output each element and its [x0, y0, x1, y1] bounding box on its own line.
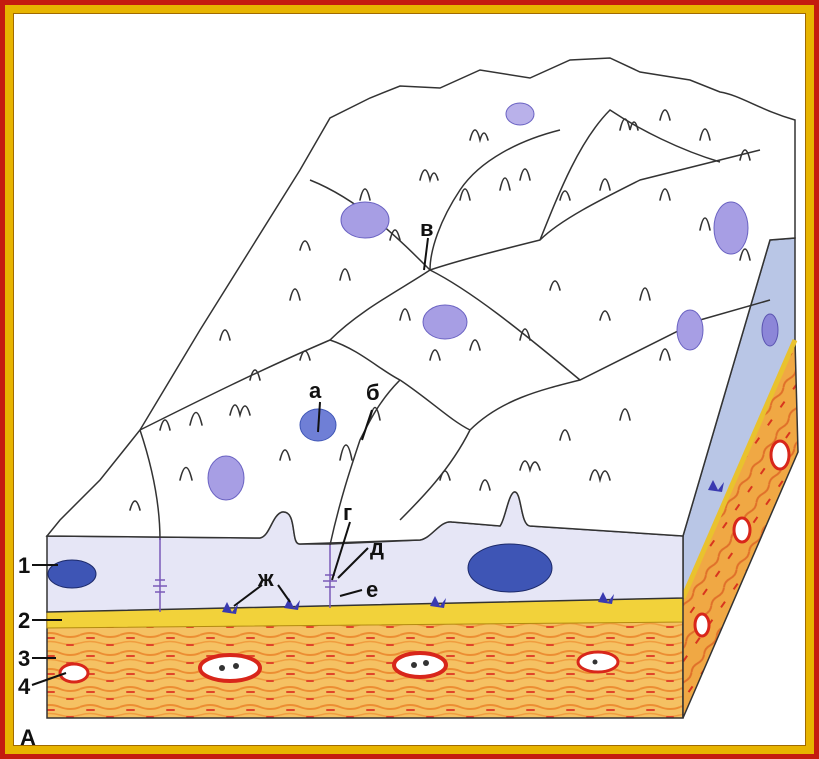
vessel	[734, 518, 750, 542]
label-e: е	[366, 577, 378, 602]
vessel	[578, 652, 618, 672]
nucleus	[341, 202, 389, 238]
label-1: 1	[18, 553, 30, 578]
label-A: А	[20, 725, 36, 750]
nucleus-side	[762, 314, 778, 346]
vessel	[695, 614, 709, 636]
nucleus	[468, 544, 552, 592]
label-v: в	[420, 216, 434, 241]
label-3: 3	[18, 646, 30, 671]
label-2: 2	[18, 608, 30, 633]
vessel	[200, 655, 260, 681]
label-b: б	[366, 380, 380, 405]
nucleus	[714, 202, 748, 254]
nucleus	[506, 103, 534, 125]
label-d: д	[370, 535, 384, 560]
vessel	[771, 441, 789, 469]
label-zh: ж	[257, 566, 274, 591]
nucleus	[208, 456, 244, 500]
nucleus	[423, 305, 467, 339]
epithelium-surface	[47, 58, 795, 544]
nucleus	[677, 310, 703, 350]
vessel	[394, 653, 446, 677]
label-4: 4	[18, 674, 31, 699]
label-g: г	[343, 500, 352, 525]
label-a: а	[309, 378, 322, 403]
